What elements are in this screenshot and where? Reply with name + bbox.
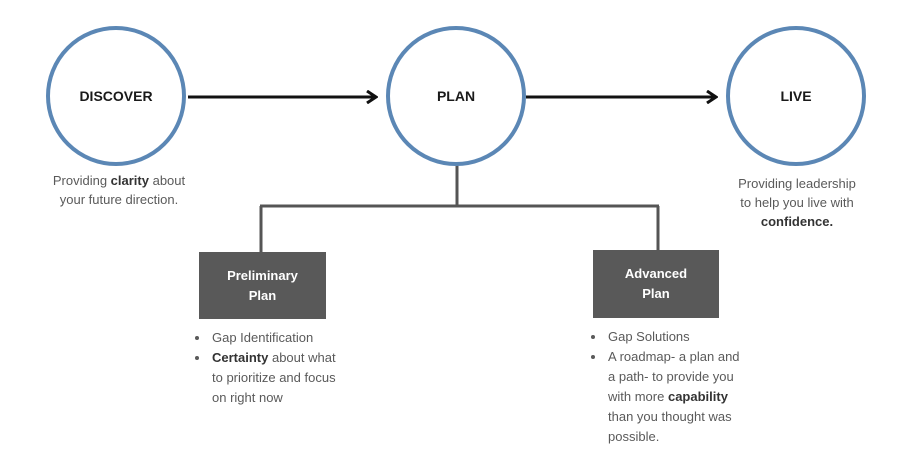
preliminary-bullets: Gap Identification Certainty about what … (194, 328, 380, 408)
capability-emphasis: capability (667, 389, 728, 404)
live-caption: Providing leadership to help you live wi… (738, 176, 856, 229)
discover-circle: DISCOVER (46, 26, 186, 166)
plan-label: PLAN (436, 88, 476, 104)
preliminary-plan-box: Preliminary Plan (199, 252, 326, 319)
clarity-emphasis: clarity (110, 173, 149, 188)
live-circle: LIVE (726, 26, 866, 166)
certainty-emphasis: Certainty (212, 350, 269, 365)
plan-circle: PLAN (386, 26, 526, 166)
live-label: LIVE (780, 88, 812, 104)
advanced-bullets: Gap Solutions A roadmap- a plan and a pa… (590, 327, 781, 447)
advanced-plan-box: Advanced Plan (593, 250, 719, 318)
list-item: Gap Solutions (606, 327, 781, 347)
discover-label: DISCOVER (79, 88, 153, 104)
list-item: Gap Identification (210, 328, 380, 348)
list-item: Certainty about what to prioritize and f… (210, 348, 380, 408)
discover-caption: Providing clarity about your future dire… (52, 173, 186, 207)
list-item: A roadmap- a plan and a path- to provide… (606, 347, 781, 447)
confidence-emphasis: confidence. (760, 214, 834, 229)
